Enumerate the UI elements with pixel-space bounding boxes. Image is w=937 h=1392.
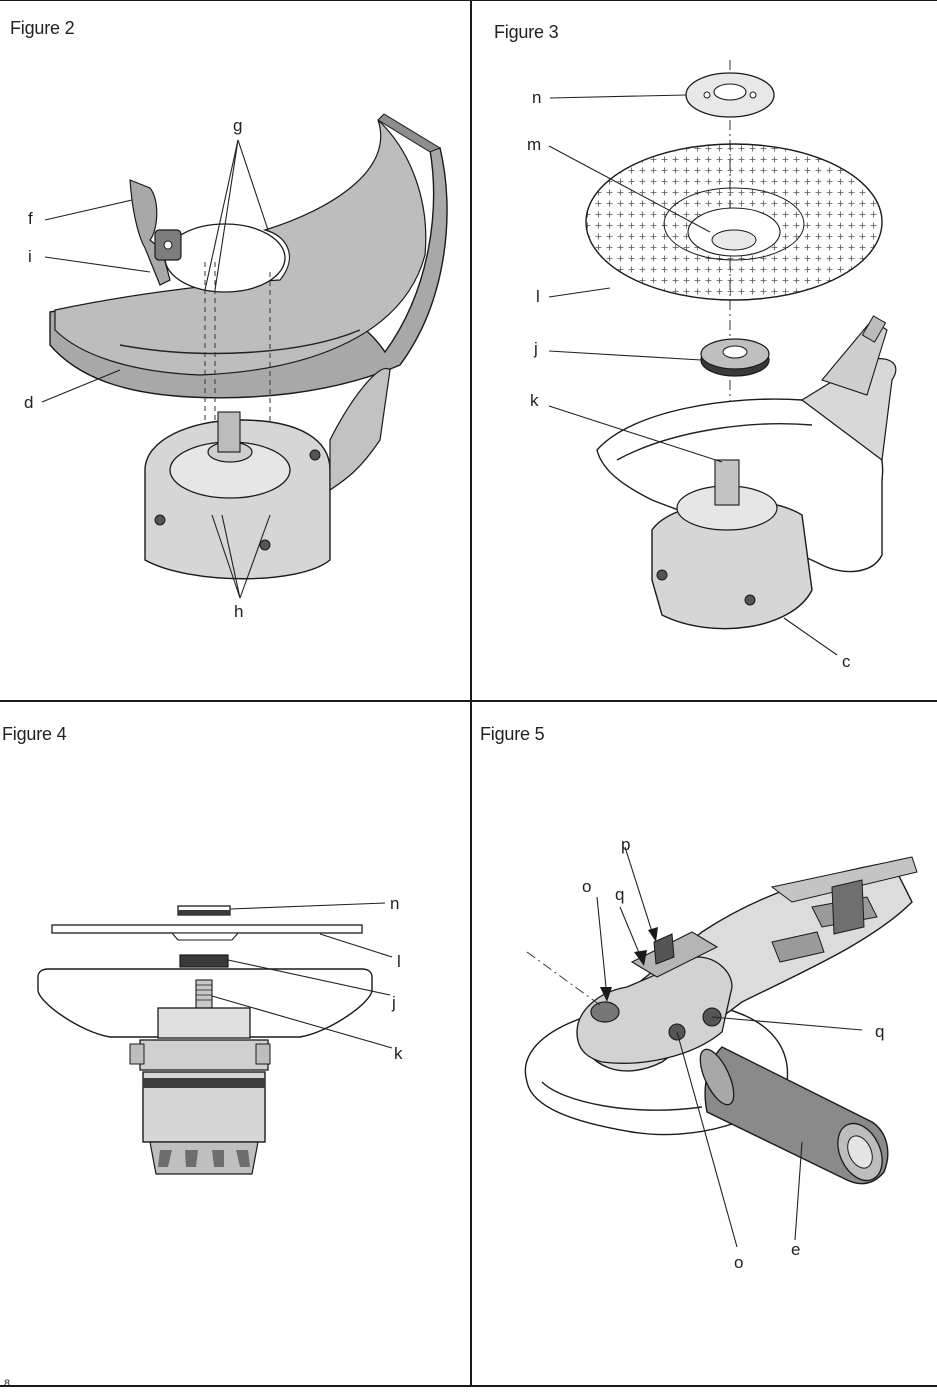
label-p: p bbox=[621, 835, 630, 854]
figure-4-title: Figure 4 bbox=[2, 724, 67, 744]
figure-4-drawing: n l j k bbox=[37, 894, 403, 1175]
top-border bbox=[0, 0, 937, 1]
figure-3-panel: Figure 3 bbox=[472, 0, 937, 700]
label-j: j bbox=[391, 993, 396, 1012]
figure-2-drawing: g f i d h bbox=[24, 113, 448, 621]
bottom-border bbox=[0, 1385, 937, 1387]
label-l: l bbox=[397, 952, 401, 971]
page-number: 8 bbox=[4, 1378, 11, 1390]
guard-top-surface bbox=[54, 119, 427, 376]
spindle bbox=[217, 411, 241, 453]
spindle-k bbox=[714, 459, 740, 506]
label-n: n bbox=[390, 894, 399, 913]
label-q-right: q bbox=[875, 1022, 884, 1041]
label-l: l bbox=[536, 287, 540, 306]
figure-5-panel: Figure 5 bbox=[472, 702, 937, 1385]
label-q-top: q bbox=[615, 885, 624, 904]
label-e: e bbox=[791, 1240, 800, 1259]
spindle-lock-button bbox=[590, 1001, 620, 1023]
label-g: g bbox=[233, 116, 242, 135]
spindle-k bbox=[195, 979, 213, 1009]
label-c: c bbox=[842, 652, 851, 671]
grinding-disc-l bbox=[51, 924, 363, 934]
label-k: k bbox=[530, 391, 539, 410]
figure-2-panel: Figure 2 bbox=[0, 0, 470, 700]
vertical-divider bbox=[470, 0, 472, 1385]
label-j: j bbox=[533, 339, 538, 358]
label-m: m bbox=[527, 135, 541, 154]
guard-hub-opening bbox=[164, 223, 286, 293]
label-o-top: o bbox=[582, 877, 591, 896]
label-n: n bbox=[532, 88, 541, 107]
label-h: h bbox=[234, 602, 243, 621]
label-f: f bbox=[28, 209, 33, 228]
figure-4-panel: Figure 4 bbox=[0, 702, 470, 1385]
figure-5-drawing: p o q q o e bbox=[524, 835, 918, 1272]
wheel-guard bbox=[596, 398, 884, 573]
inner-flange-j bbox=[179, 954, 229, 968]
figure-3-drawing: n m l j k c bbox=[527, 60, 897, 671]
horizontal-divider bbox=[0, 700, 937, 702]
label-d: d bbox=[24, 393, 33, 412]
figure-3-title: Figure 3 bbox=[494, 22, 559, 42]
figure-5-title: Figure 5 bbox=[480, 724, 545, 744]
label-o-bottom: o bbox=[734, 1253, 743, 1272]
label-i: i bbox=[28, 247, 32, 266]
figure-2-title: Figure 2 bbox=[10, 18, 75, 38]
label-k: k bbox=[394, 1044, 403, 1063]
